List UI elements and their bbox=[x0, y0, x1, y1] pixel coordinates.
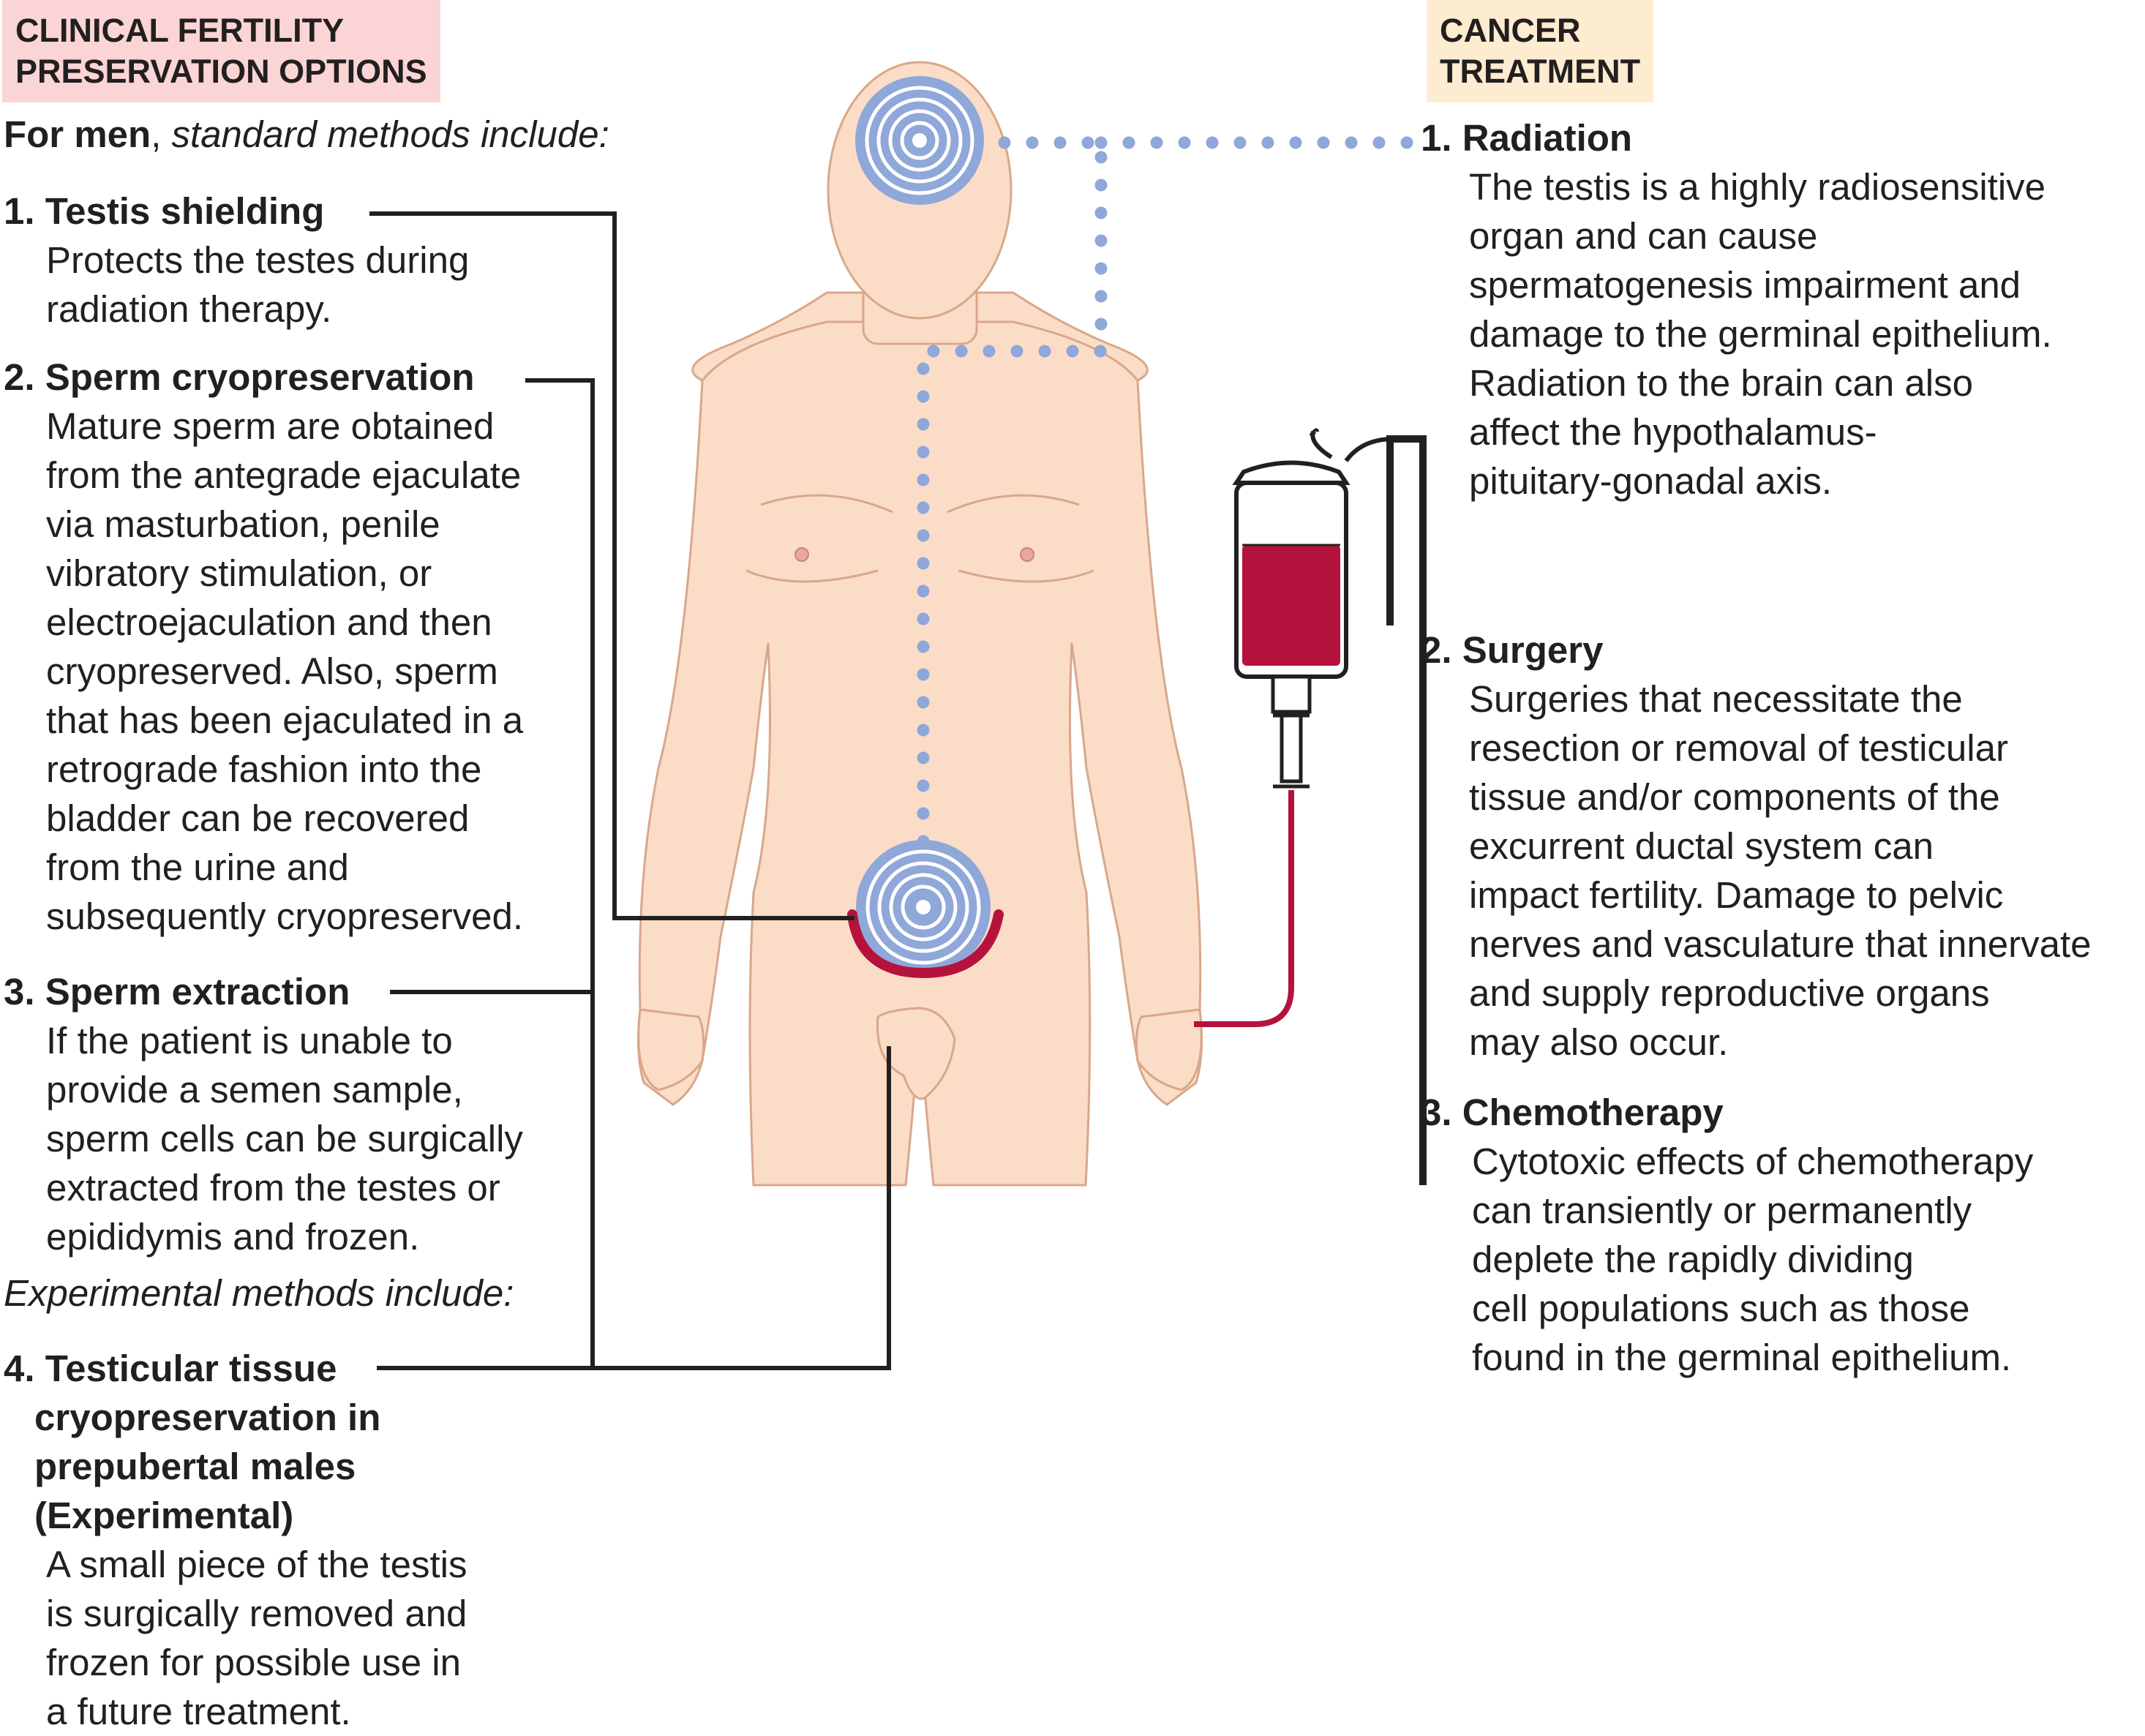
treatment-title-text: Chemotherapy bbox=[1462, 1091, 1724, 1133]
radiation-dotted-path bbox=[917, 136, 1420, 848]
treatment-body-line: nerves and vasculature that innervate bbox=[1469, 923, 2092, 965]
option-body-line: Mature sperm are obtained bbox=[46, 405, 495, 447]
treatment-body-line: excurrent ductal system can bbox=[1469, 825, 1934, 867]
treatment-title: 2. Surgery bbox=[1421, 625, 2092, 675]
pelvic-radiation-target bbox=[856, 840, 991, 974]
right-hand bbox=[1135, 1008, 1203, 1091]
option-title-line: (Experimental) bbox=[34, 1495, 294, 1536]
right-header: CANCER TREATMENT bbox=[1427, 0, 1654, 102]
chest-detail bbox=[745, 494, 1094, 583]
option-title-text: Testicular tissue bbox=[45, 1348, 337, 1389]
treatment-number: 1. bbox=[1421, 117, 1452, 159]
treatment-number: 3. bbox=[1421, 1091, 1452, 1133]
option-number: 2. bbox=[4, 356, 35, 398]
male-figure bbox=[636, 61, 1203, 1187]
option-title-text: Sperm extraction bbox=[45, 971, 350, 1012]
option-body-line: electroejaculation and then bbox=[46, 601, 492, 643]
option-body-line: is surgically removed and bbox=[46, 1593, 467, 1634]
treatment-body-line: may also occur. bbox=[1469, 1021, 1729, 1063]
option-body-line: retrograde fashion into the bbox=[46, 748, 482, 790]
option-body-line: Protects the testes during bbox=[46, 239, 470, 281]
brain-radiation-target bbox=[855, 76, 984, 205]
treatment-chemotherapy: 3. Chemotherapy Cytotoxic effects of che… bbox=[1421, 1088, 2033, 1382]
treatment-surgery: 2. Surgery Surgeries that necessitate th… bbox=[1421, 625, 2092, 1067]
option-body-line: vibratory stimulation, or bbox=[46, 552, 432, 594]
option-body-line: epididymis and frozen. bbox=[46, 1216, 420, 1258]
option-body-line: that has been ejaculated in a bbox=[46, 699, 524, 741]
option-4: 4. Testicular tissue cryopreservation in… bbox=[4, 1344, 467, 1736]
treatment-body-line: Cytotoxic effects of chemotherapy bbox=[1472, 1141, 2034, 1182]
right-nipple bbox=[1020, 547, 1034, 562]
intro-text: For men, standard methods include: bbox=[4, 110, 609, 168]
intro-comma: , bbox=[151, 113, 162, 155]
treatment-body-line: cell populations such as those bbox=[1472, 1288, 1970, 1329]
option-body-line: bladder can be recovered bbox=[46, 797, 470, 839]
treatment-body-line: tissue and/or components of the bbox=[1469, 776, 2000, 818]
option-body-line: cryopreserved. Also, sperm bbox=[46, 650, 498, 692]
treatment-body-line: can transiently or permanently bbox=[1472, 1190, 1972, 1231]
experimental-intro: Experimental methods include: bbox=[4, 1272, 514, 1314]
treatment-body-line: deplete the rapidly dividing bbox=[1472, 1239, 1914, 1280]
option-2: 2. Sperm cryopreservation Mature sperm a… bbox=[4, 353, 523, 941]
option-title: 2. Sperm cryopreservation bbox=[4, 353, 523, 402]
option-title: 1. Testis shielding bbox=[4, 187, 469, 236]
option-title-line: cryopreservation in bbox=[34, 1397, 381, 1438]
treatment-body-line: and supply reproductive organs bbox=[1469, 972, 1990, 1014]
option-body-line: extracted from the testes or bbox=[46, 1167, 500, 1209]
option-body-line: frozen for possible use in bbox=[46, 1642, 461, 1683]
left-hand bbox=[637, 1008, 705, 1091]
option-number: 4. bbox=[4, 1348, 35, 1389]
option-body-line: A small piece of the testis bbox=[46, 1544, 467, 1585]
option-connector-lines bbox=[369, 211, 891, 1370]
option-number: 3. bbox=[4, 971, 35, 1012]
left-header: CLINICAL FERTILITY PRESERVATION OPTIONS bbox=[2, 0, 440, 102]
treatment-title: 1. Radiation bbox=[1421, 113, 2052, 162]
option-body-line: from the antegrade ejaculate bbox=[46, 454, 522, 496]
option-number: 1. bbox=[4, 190, 35, 232]
option-body-line: a future treatment. bbox=[46, 1691, 351, 1732]
option-body-line: subsequently cryopreserved. bbox=[46, 895, 524, 937]
option-body-line: via masturbation, penile bbox=[46, 503, 440, 545]
treatment-radiation: 1. Radiation The testis is a highly radi… bbox=[1421, 113, 2052, 506]
treatment-number: 2. bbox=[1421, 629, 1452, 671]
treatment-title-text: Radiation bbox=[1462, 117, 1633, 159]
treatment-body-line: impact fertility. Damage to pelvic bbox=[1469, 874, 2004, 916]
option-body-line: sperm cells can be surgically bbox=[46, 1118, 523, 1160]
treatment-title-text: Surgery bbox=[1462, 629, 1604, 671]
left-header-line: PRESERVATION OPTIONS bbox=[15, 53, 427, 90]
treatment-body-line: resection or removal of testicular bbox=[1469, 727, 2008, 769]
left-nipple bbox=[794, 547, 809, 562]
option-body-line: If the patient is unable to bbox=[46, 1020, 453, 1061]
treatment-body-line: damage to the germinal epithelium. bbox=[1469, 313, 2052, 355]
option-body-line: radiation therapy. bbox=[46, 288, 332, 330]
option-3: 3. Sperm extraction If the patient is un… bbox=[4, 967, 523, 1261]
intro-italic: standard methods include: bbox=[161, 113, 609, 155]
treatment-body-line: The testis is a highly radiosensitive bbox=[1469, 166, 2046, 208]
intro-bold: For men bbox=[4, 113, 151, 155]
treatment-body-line: organ and can cause bbox=[1469, 215, 1818, 257]
treatment-body-line: affect the hypothalamus- bbox=[1469, 411, 1877, 453]
option-body-line: provide a semen sample, bbox=[46, 1069, 463, 1111]
option-1: 1. Testis shielding Protects the testes … bbox=[4, 187, 469, 334]
right-header-line: TREATMENT bbox=[1440, 53, 1641, 90]
testis-shield bbox=[847, 909, 1004, 979]
option-title: 3. Sperm extraction bbox=[4, 967, 523, 1016]
option-body-line: from the urine and bbox=[46, 846, 349, 888]
iv-bag bbox=[1194, 428, 1427, 1185]
treatment-body-line: spermatogenesis impairment and bbox=[1469, 264, 2021, 306]
option-title-line: prepubertal males bbox=[34, 1446, 356, 1487]
option-title: 4. Testicular tissue bbox=[4, 1344, 467, 1393]
option-title-text: Testis shielding bbox=[45, 190, 325, 232]
left-header-line: CLINICAL FERTILITY bbox=[15, 12, 345, 49]
treatment-title: 3. Chemotherapy bbox=[1421, 1088, 2033, 1137]
treatment-body-line: found in the germinal epithelium. bbox=[1472, 1337, 2012, 1378]
treatment-body-line: Surgeries that necessitate the bbox=[1469, 678, 1963, 720]
treatment-body-line: pituitary-gonadal axis. bbox=[1469, 460, 1833, 502]
treatment-body-line: Radiation to the brain can also bbox=[1469, 362, 1973, 404]
right-header-line: CANCER bbox=[1440, 12, 1581, 49]
option-title-text: Sperm cryopreservation bbox=[45, 356, 475, 398]
genitals bbox=[876, 1007, 956, 1100]
